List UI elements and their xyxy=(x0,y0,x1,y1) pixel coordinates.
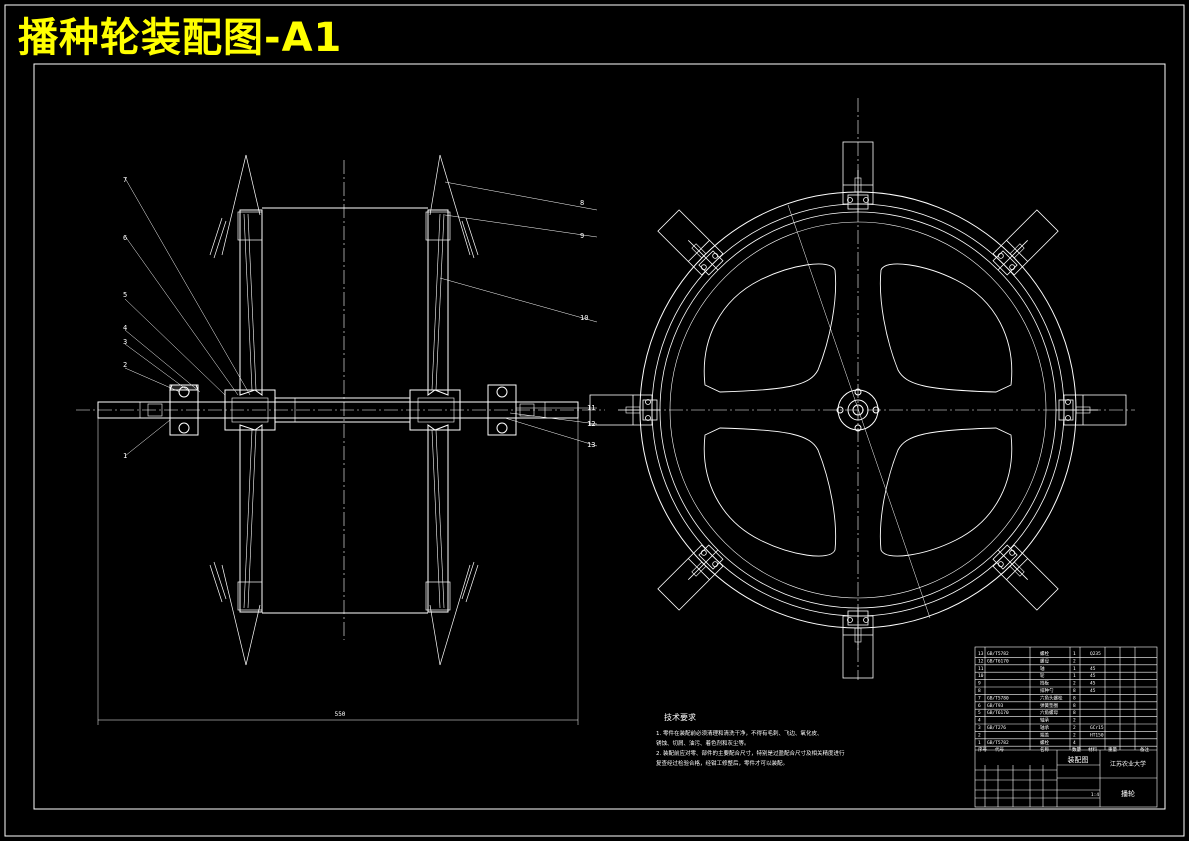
seed-scoop xyxy=(992,544,1059,611)
bom-row-number: 8 xyxy=(978,688,981,694)
balloon-4: 4 xyxy=(123,324,127,332)
bom-row-number: 6 xyxy=(978,703,981,709)
bom-row-code: GB/T6170 xyxy=(987,710,1009,716)
bom-row-number: 4 xyxy=(978,718,981,724)
bom-row-qty: 2 xyxy=(1073,725,1076,731)
bom-row-material: 45 xyxy=(1090,681,1096,687)
bom-header-cell: 数量 xyxy=(1072,746,1081,753)
bom-row-qty: 1 xyxy=(1073,651,1076,657)
bom-row-material: GCr15 xyxy=(1090,725,1104,731)
balloon-7: 7 xyxy=(123,176,127,184)
seed-scoop xyxy=(842,141,874,212)
bom-row-number: 13 xyxy=(978,651,984,657)
seed-scoop xyxy=(657,209,724,276)
balloon-5: 5 xyxy=(123,291,127,299)
bom-row-qty: 1 xyxy=(1073,673,1076,679)
technical-requirements: 技术要求 1. 零件在装配前必须清理和清洗干净，不得有毛刺、飞边、氧化皮、 锈蚀… xyxy=(656,712,956,769)
bom-row-name: 弹簧垫圈 xyxy=(1040,702,1058,709)
bom-row-name: 端盖 xyxy=(1040,731,1049,738)
balloon-3: 3 xyxy=(123,338,127,346)
seed-scoop xyxy=(992,209,1059,276)
balloon-6: 6 xyxy=(123,234,127,242)
bom-row-code: GB/T5782 xyxy=(987,651,1009,657)
bom-row-qty: 2 xyxy=(1073,732,1076,738)
section-view: 550 xyxy=(76,154,605,725)
bom-row-name: 螺栓 xyxy=(1040,739,1049,746)
seed-scoop xyxy=(1056,394,1127,426)
bom-row-number: 12 xyxy=(978,658,984,664)
bom-row-name: 挡板 xyxy=(1040,680,1049,687)
bom-row-code: GB/T276 xyxy=(987,725,1006,731)
bom-row-code: GB/T5782 xyxy=(987,740,1009,746)
bom-header-cell: 代号 xyxy=(995,746,1004,753)
bom-row-material: 45 xyxy=(1090,688,1096,694)
balloon-10: 10 xyxy=(580,314,588,322)
bom-row-material: Q235 xyxy=(1090,651,1101,657)
bom-row-name: 螺栓 xyxy=(1040,650,1049,657)
bom-row-name: 轴 xyxy=(1040,665,1045,672)
bom-header-cell: 材料 xyxy=(1088,746,1097,753)
bom-header-cell: 备注 xyxy=(1140,746,1149,753)
balloon-8: 8 xyxy=(580,199,584,207)
tech-notes-heading: 技术要求 xyxy=(664,713,696,722)
drawing-title: 播种轮装配图-A1 xyxy=(18,15,343,61)
tech-note-line: 复查经过检验合格，经钳工修整后，零件才可以装配。 xyxy=(656,761,789,767)
bom-row-qty: 8 xyxy=(1073,688,1076,694)
seed-scoop xyxy=(657,544,724,611)
bom-row-number: 2 xyxy=(978,732,981,738)
bom-header-cell: 重量 xyxy=(1108,746,1117,753)
bom-row-name: 六角螺母 xyxy=(1040,709,1058,716)
bom-row-qty: 2 xyxy=(1073,718,1076,724)
balloon-9: 9 xyxy=(580,232,584,240)
part-name: 播轮 xyxy=(1121,789,1135,798)
bom-row-material: 45 xyxy=(1090,666,1096,672)
balloon-2: 2 xyxy=(123,361,127,369)
tech-note-line: 2. 装配前应对零、部件的主要配合尺寸，特别是过盈配合尺寸及相关精度进行 xyxy=(656,751,845,757)
bom-row-qty: 8 xyxy=(1073,703,1076,709)
bom-row-qty: 8 xyxy=(1073,710,1076,716)
bom-header-cell: 名称 xyxy=(1040,746,1049,753)
bom-row-code: GB/T5780 xyxy=(987,695,1009,701)
dimension-550: 550 xyxy=(335,711,346,718)
bom-header-cell: 序号 xyxy=(978,746,987,753)
bom-row-name: 六角头螺栓 xyxy=(1040,694,1063,701)
bom-row-material: HT150 xyxy=(1090,732,1104,738)
bom-row-code: GB/T93 xyxy=(987,703,1004,709)
front-view xyxy=(589,98,1135,680)
bom-row-qty: 4 xyxy=(1073,740,1076,746)
bom-row-number: 7 xyxy=(978,695,981,701)
bom-row-number: 10 xyxy=(978,673,984,679)
bom-row-name: 轴承 xyxy=(1040,717,1049,724)
bom-row-number: 9 xyxy=(978,681,981,687)
bom-row-material: 45 xyxy=(1090,673,1096,679)
bom-row-name: 排种勺 xyxy=(1040,687,1054,694)
balloon-12: 12 xyxy=(587,420,595,428)
bom-row-name: 螺母 xyxy=(1040,657,1049,664)
bom-row-number: 5 xyxy=(978,710,981,716)
balloon-1: 1 xyxy=(123,452,127,460)
tech-note-line: 锈蚀、切屑、油污、着色剂和灰尘等。 xyxy=(656,741,750,747)
bom-row-qty: 2 xyxy=(1073,658,1076,664)
bom-row-qty: 2 xyxy=(1073,681,1076,687)
tech-note-line: 1. 零件在装配前必须清理和清洗干净，不得有毛刺、飞边、氧化皮、 xyxy=(656,731,823,737)
bom-row-number: 1 xyxy=(978,740,981,746)
bom-row-name: 轮 xyxy=(1040,672,1045,679)
seed-scoop xyxy=(842,608,874,679)
bom-row-qty: 8 xyxy=(1073,695,1076,701)
drawing-name: 装配图 xyxy=(1068,755,1089,764)
bom-row-qty: 1 xyxy=(1073,666,1076,672)
balloon-11: 11 xyxy=(587,404,595,412)
outer-border xyxy=(4,4,1185,837)
seed-scoop xyxy=(589,394,660,426)
bom-row-name: 轴承 xyxy=(1040,724,1049,731)
bom-row-number: 11 xyxy=(978,666,984,672)
school-name: 江苏农业大学 xyxy=(1110,760,1146,768)
inner-frame xyxy=(33,63,1166,810)
scale: 1:4 xyxy=(1091,792,1099,798)
bom-row-number: 3 xyxy=(978,725,981,731)
balloon-13: 13 xyxy=(587,441,595,449)
bom-row-code: GB/T6170 xyxy=(987,658,1009,664)
